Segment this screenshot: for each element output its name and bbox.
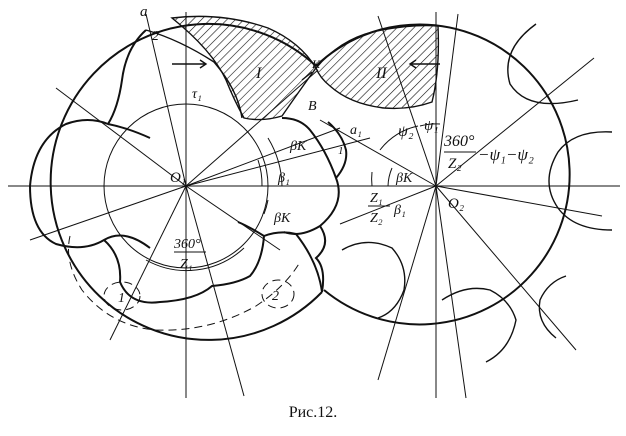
label-360-z1-num: 360° (173, 237, 201, 252)
ray-O2-up-right (435, 13, 459, 187)
label-one-small: 1 (338, 145, 344, 157)
cavity-I-hatch (170, 15, 317, 121)
dashed-circle-2 (261, 279, 295, 309)
ray-O1-lower-left (29, 185, 187, 241)
label-O1: O₁ (170, 170, 186, 186)
label-B: B (308, 99, 317, 114)
label-betaK-lower: βK (273, 211, 291, 226)
label-360-z1-den: Z₁ (180, 257, 193, 272)
right-casing-arc (315, 23, 571, 326)
label-cavity-I: I (255, 65, 262, 82)
left-rotor-upper-boundary (145, 29, 243, 119)
angle-arc-betaK-lower (263, 199, 269, 215)
ray-O1-down-right (185, 185, 245, 397)
ray-O2-left-up (319, 119, 437, 187)
label-a-top: a (140, 4, 148, 20)
label-expr-z2: Z₂ (448, 156, 462, 172)
angle-arc-psi1 (419, 123, 441, 127)
label-z2-den: Z₂ (370, 211, 383, 226)
ray-O2-down-left (377, 185, 437, 381)
dashed-arc-left (68, 235, 301, 331)
ray-O2-right-down (435, 185, 603, 217)
angle-arc-360z1 (145, 247, 245, 271)
ray-O2-down (435, 185, 467, 399)
ray-O1-lower-right (185, 185, 281, 251)
arrow-tau1 (172, 59, 208, 69)
label-betaK-upper: βK (289, 139, 307, 154)
right-lobe-bottom (441, 287, 517, 363)
angle-arc-psi2 (379, 125, 419, 151)
label-O2: O₂ (448, 196, 464, 212)
right-lobe-lower (341, 241, 406, 319)
ray-O1-a (145, 13, 187, 187)
label-psi1: ψ₁ (424, 118, 439, 134)
label-psi2: ψ₂ (398, 123, 414, 140)
label-tau1: τ₁ (192, 87, 202, 102)
angle-arc-betaK-right (387, 167, 393, 187)
ray-O2-down-right (435, 185, 577, 351)
dashed-circle-1 (103, 281, 141, 311)
ray-O1-down-left (109, 185, 187, 341)
label-expr-360: 360° (443, 133, 475, 150)
label-betaK-right: βK (395, 171, 413, 186)
label-2-top: 2 (152, 29, 159, 44)
arrow-K (301, 71, 313, 81)
ray-O2-right-up (435, 57, 595, 187)
label-cavity-II: II (375, 65, 387, 82)
label-a1: a₁ (350, 123, 362, 138)
angle-arc-beta1 (257, 159, 263, 187)
right-lobe-right (548, 131, 613, 231)
label-expr-tail: −ψ₁−ψ₂ (478, 145, 534, 164)
right-lobe-top (507, 23, 579, 105)
label-circle-1: 1 (118, 291, 125, 306)
arrow-II (408, 59, 440, 69)
ray-O1-upper-left (55, 87, 187, 187)
label-z1-num: Z₁ (370, 191, 383, 206)
label-beta1: β₁ (277, 171, 290, 186)
label-circle-2: 2 (272, 289, 279, 304)
label-beta1-right: β₁ (393, 203, 406, 218)
right-lobe-lower-right (538, 275, 567, 339)
figure-caption: Рис.12. (288, 404, 338, 421)
angle-arc-betaK (267, 137, 283, 187)
ray-O2-left-down (339, 185, 437, 225)
ray-O1-K (185, 69, 319, 187)
ray-O2-up-left (377, 15, 437, 187)
ray-O1-upper (185, 127, 341, 187)
label-K: K (311, 57, 321, 71)
left-rotor-profile (28, 29, 323, 304)
